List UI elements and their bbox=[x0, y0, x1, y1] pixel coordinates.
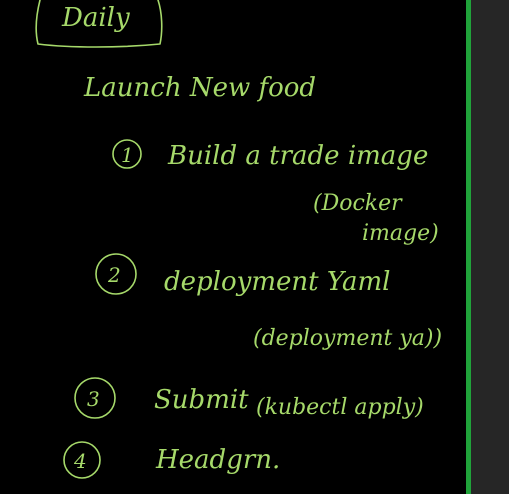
item-3-number-circle bbox=[74, 377, 116, 419]
item-2-text: deployment Yaml bbox=[164, 267, 390, 297]
item-4-number: 4 bbox=[73, 449, 87, 473]
whiteboard-canvas[interactable]: Daily Launch New food 1 Build a trade im… bbox=[0, 0, 470, 494]
item-2-detail-line1: (deployment ya)) bbox=[253, 326, 442, 351]
item-1-detail-line1: (Docker bbox=[313, 191, 403, 216]
item-3-text: Submit bbox=[154, 385, 249, 415]
title-box bbox=[35, 0, 163, 48]
vertical-scrollbar[interactable] bbox=[466, 0, 471, 494]
page-title: Daily bbox=[61, 3, 130, 33]
item-4-number-circle bbox=[63, 441, 101, 479]
item-2-number-circle bbox=[95, 253, 137, 295]
notes-heading: Launch New food bbox=[83, 73, 316, 103]
item-4-text: Headgrn. bbox=[155, 445, 280, 475]
item-1-number: 1 bbox=[121, 143, 134, 167]
handwriting-layer: Daily Launch New food 1 Build a trade im… bbox=[35, 0, 442, 479]
item-3-detail-line1: (kubectl apply) bbox=[256, 395, 424, 420]
item-1-text: Build a trade image bbox=[167, 141, 428, 171]
item-1-detail-line2: image) bbox=[362, 221, 439, 246]
item-3-number: 3 bbox=[87, 387, 100, 411]
item-1-number-circle bbox=[112, 139, 142, 169]
side-panel bbox=[471, 0, 509, 494]
item-2-number: 2 bbox=[107, 263, 121, 287]
